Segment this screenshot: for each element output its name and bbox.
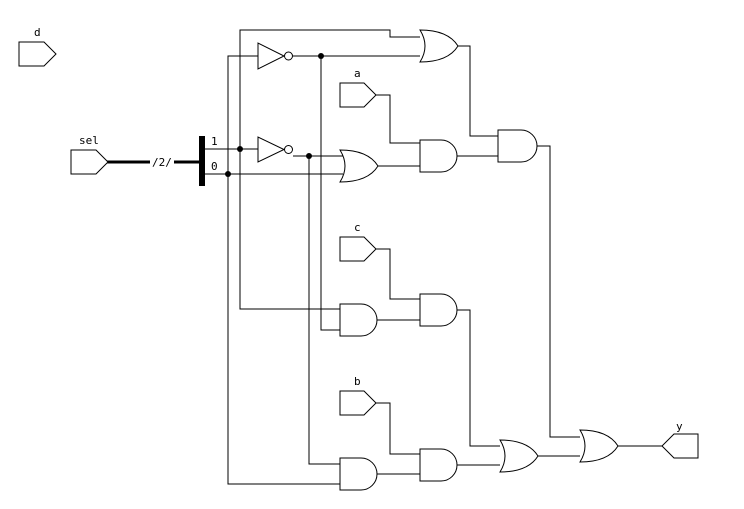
and-gate-c-body [419, 293, 458, 327]
and-c2-out-wire [457, 309, 500, 447]
not-gate-middle-bubble [284, 145, 293, 154]
and-gate-b[interactable] [419, 448, 458, 482]
bus-width-label: /2/ [152, 156, 172, 169]
or-gate-1-body [419, 29, 459, 63]
nsel1-to-and-b [308, 156, 343, 465]
not-gate-top-bubble [284, 51, 293, 61]
or-gate-2[interactable] [339, 149, 379, 183]
sel0-to-and-b [227, 174, 343, 485]
not-gate-top-body [257, 42, 286, 70]
and-gate-top[interactable] [497, 129, 538, 163]
port-y[interactable]: y [661, 420, 699, 459]
wires [107, 29, 662, 485]
or-gate-final-body [579, 429, 619, 463]
port-y-label: y [676, 420, 683, 433]
or-gate-1[interactable] [419, 29, 459, 63]
port-c-shape [339, 236, 377, 262]
and-gate-b-body [419, 448, 458, 482]
or-gate-3[interactable] [499, 439, 539, 473]
and-gate-sel-c[interactable] [339, 303, 378, 337]
port-d-label: d [34, 26, 41, 39]
and-gate-a[interactable] [419, 139, 458, 173]
and-gate-top-body [497, 129, 538, 163]
port-a[interactable]: a [339, 67, 377, 108]
port-b-shape [339, 390, 377, 416]
nsel0-to-and-c [320, 56, 343, 331]
port-c[interactable]: c [339, 221, 377, 262]
port-sel-label: sel [79, 134, 99, 147]
sel0-to-not-top [227, 55, 258, 174]
or-gate-2-body [339, 149, 379, 183]
b-wire [376, 402, 420, 455]
port-a-label: a [354, 67, 361, 80]
bus-bit0-label: 0 [211, 160, 218, 173]
junction-sel0 [225, 171, 231, 177]
a-wire [376, 94, 420, 144]
port-y-shape [661, 433, 699, 459]
and-gate-sel-b[interactable] [339, 457, 378, 491]
port-d-shape [18, 41, 57, 67]
not-gate-middle[interactable] [257, 136, 293, 163]
or-gate-3-body [499, 439, 539, 473]
not-gate-top[interactable] [257, 42, 293, 70]
port-sel[interactable]: sel [70, 134, 109, 175]
bus-bit1-label: 1 [211, 135, 218, 148]
c-wire [376, 248, 420, 300]
not-gate-middle-body [257, 136, 286, 163]
port-b[interactable]: b [339, 375, 377, 416]
and-gate-sel-c-body [339, 303, 378, 337]
sel1-to-and-c [239, 149, 343, 310]
or1-out-wire [458, 45, 498, 137]
or-gate-final[interactable] [579, 429, 619, 463]
and-top-out-wire [537, 145, 580, 438]
junction-nsel0 [318, 53, 324, 59]
port-d[interactable]: d [18, 26, 57, 67]
port-c-label: c [354, 221, 361, 234]
and-gate-c[interactable] [419, 293, 458, 327]
junction-sel1 [237, 146, 243, 152]
junctions [225, 53, 324, 177]
and-gate-sel-b-body [339, 457, 378, 491]
junction-nsel1 [306, 153, 312, 159]
port-b-label: b [354, 375, 361, 388]
sel1-to-or1 [239, 29, 420, 149]
port-a-shape [339, 82, 377, 108]
port-sel-shape [70, 149, 109, 175]
and-gate-a-body [419, 139, 458, 173]
